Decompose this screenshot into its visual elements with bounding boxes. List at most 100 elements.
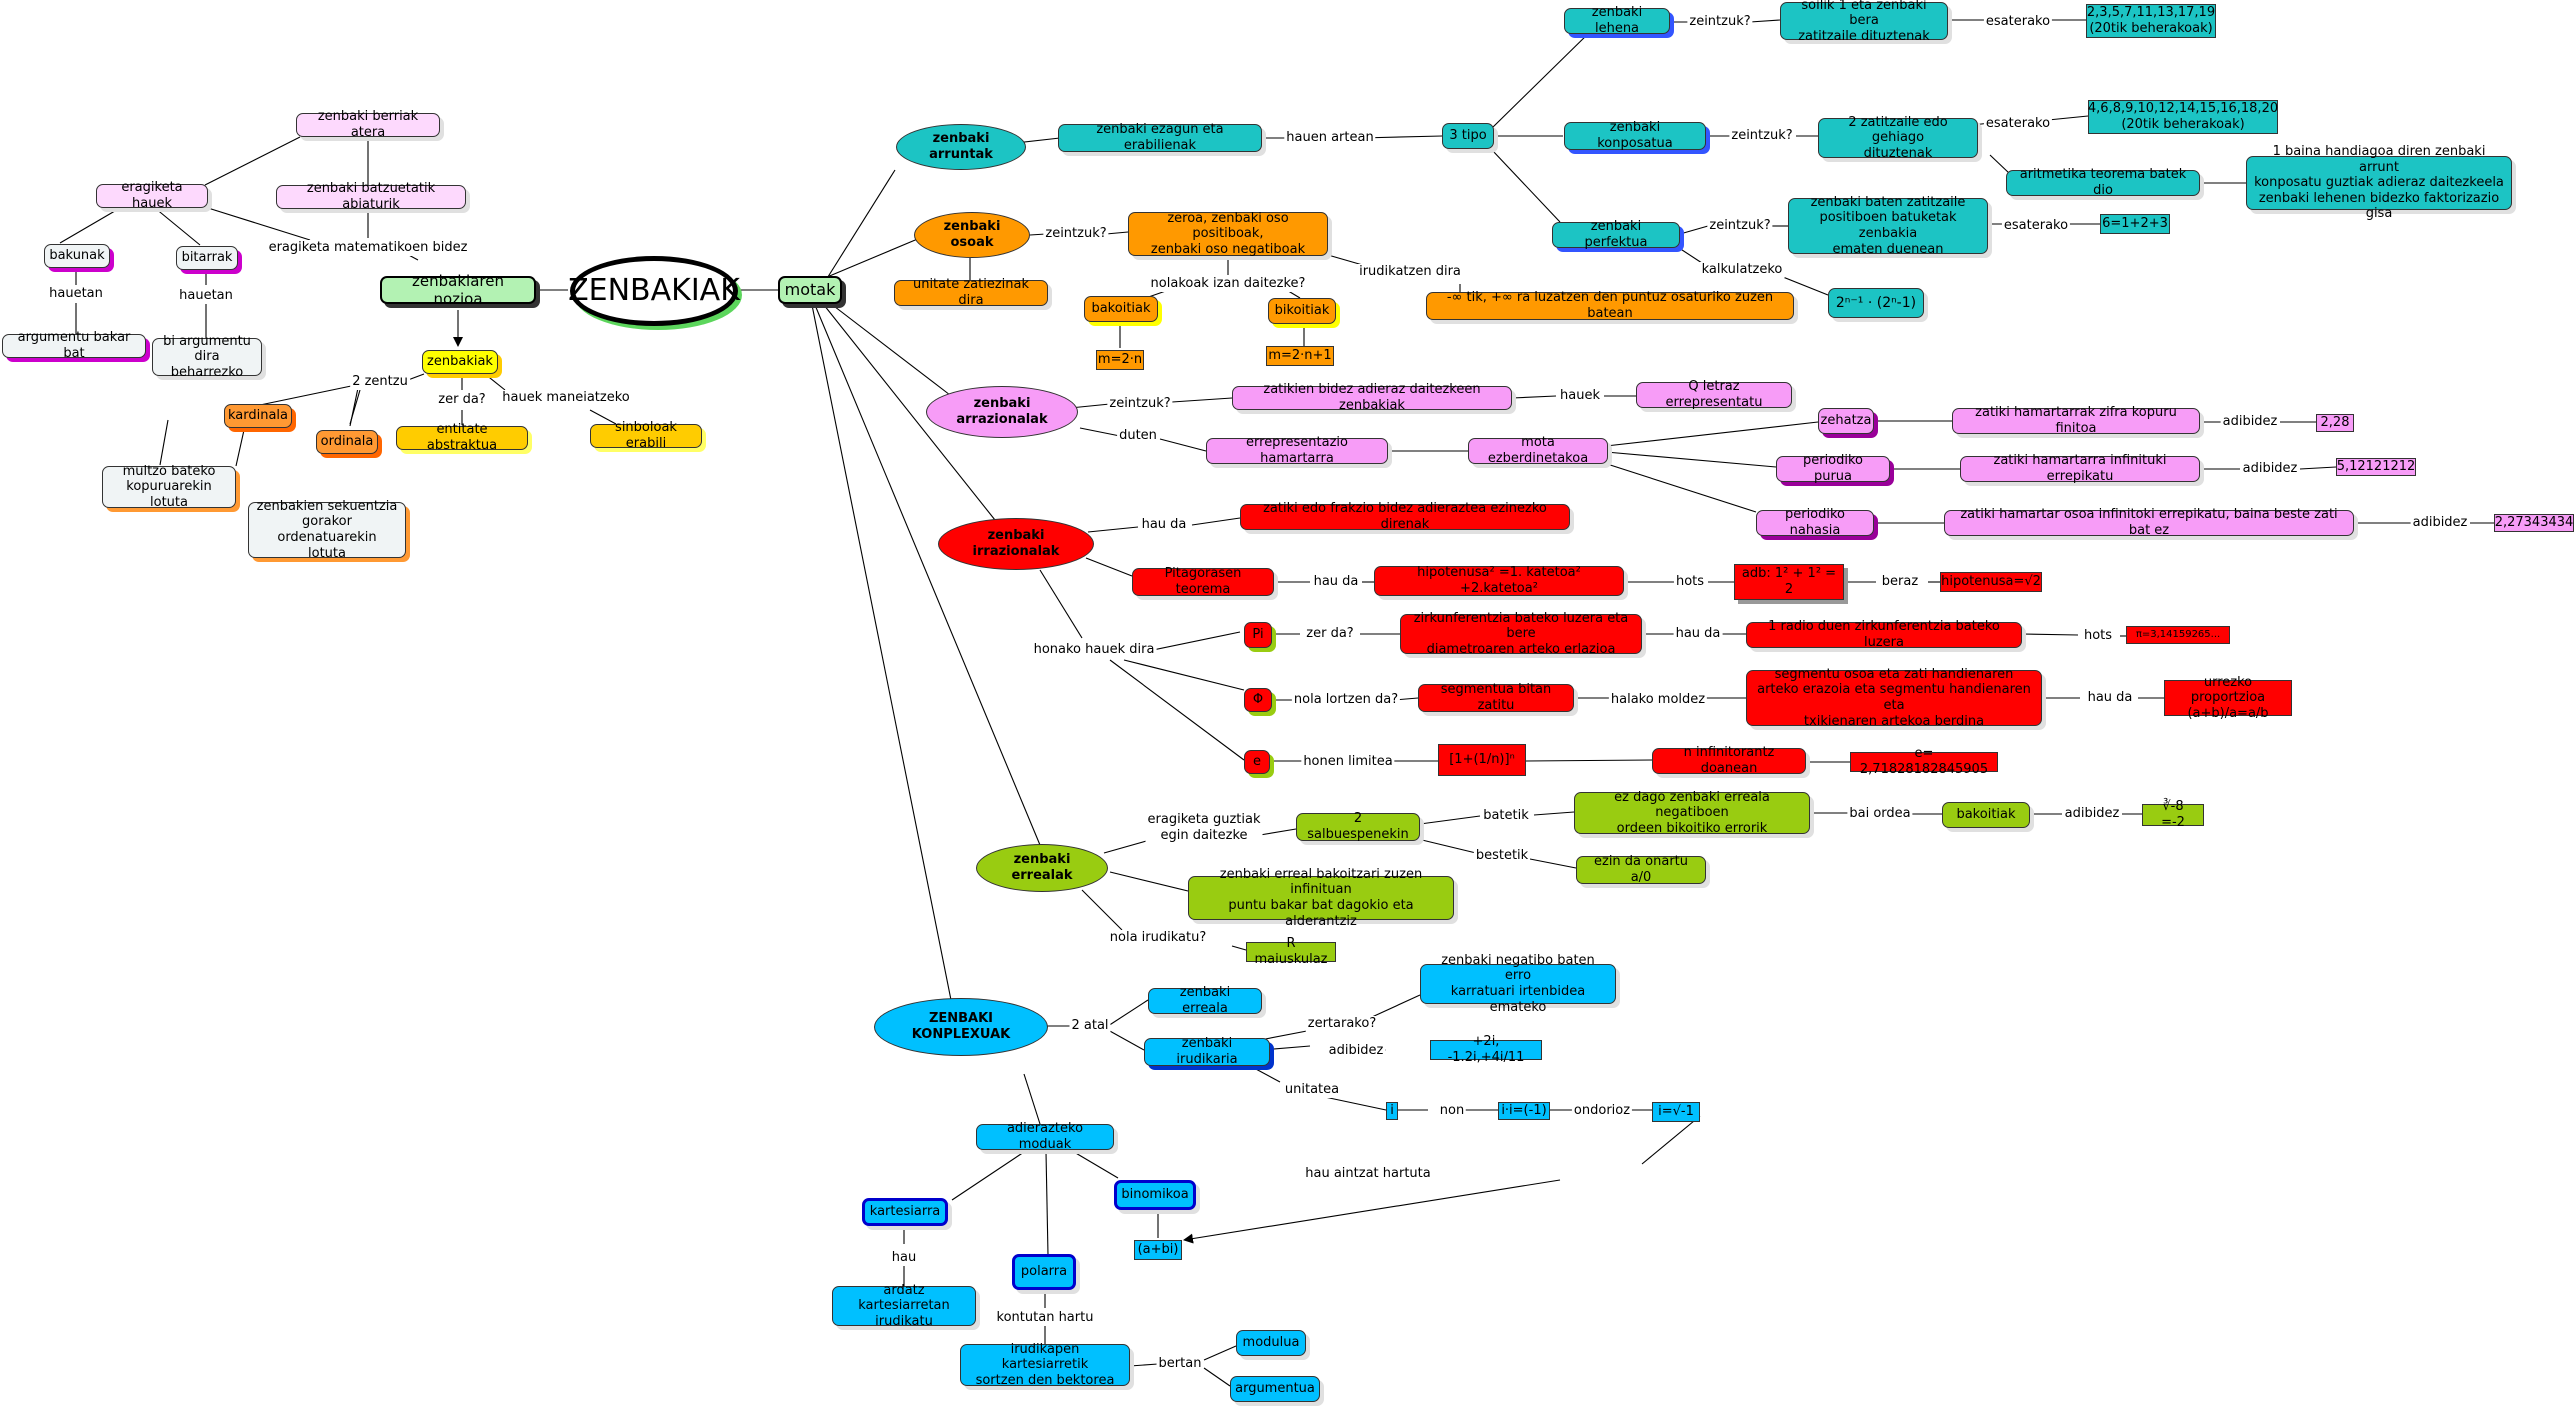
node-mota[interactable]: mota ezberdinetakoa [1468, 435, 1608, 466]
node-adb[interactable]: adb: 1² + 1² = 2 [1734, 564, 1844, 600]
main-topic-zenbakiak[interactable]: ZENBAKIAK [568, 256, 740, 326]
node-motak[interactable]: motak [778, 276, 842, 304]
node-r-maius[interactable]: R maiuskulaz [1246, 936, 1336, 967]
node-zenbakiak[interactable]: zenbakiak [422, 350, 498, 374]
node-phi-moldez[interactable]: segmentu osoa eta zati handienaren artek… [1746, 667, 2042, 729]
node-purua-def[interactable]: zatiki hamartarra infinituki errepikatu [1960, 453, 2200, 484]
node-zenbakiaren-nozioa[interactable]: zenbakiaren nozioa [380, 272, 536, 308]
node-zenbaki-erreala[interactable]: zenbaki erreala [1148, 985, 1262, 1016]
node-perfektua-def[interactable]: zenbaki baten zatitzaile positiboen batu… [1788, 195, 1988, 257]
node-e-lim[interactable]: [1+(1/n)]ⁿ [1438, 744, 1526, 776]
node-pitagoras[interactable]: Pitagorasen teorema [1132, 566, 1274, 597]
node-e-inf[interactable]: n infinitorantz doanean [1652, 745, 1806, 776]
node-sqrt-ex[interactable]: ∛-8 =-2 [2142, 799, 2204, 830]
node-zenbaki-arruntak[interactable]: zenbaki arruntak [896, 124, 1026, 170]
node-unitate[interactable]: unitate zatiezinak dira [894, 277, 1048, 308]
node-zehatza-ex[interactable]: 2,28 [2316, 414, 2354, 432]
node-bi-argumentu[interactable]: bi argumentu dira beharrezko [152, 334, 262, 380]
node-zenbaki-lehena[interactable]: zenbaki lehena [1564, 5, 1670, 36]
node-osoak-def[interactable]: zeroa, zenbaki oso positiboak, zenbaki o… [1128, 211, 1328, 257]
node-ez-dago[interactable]: ez dago zenbaki erreala negatiboen ordee… [1574, 790, 1810, 836]
node-ordinala[interactable]: ordinala [316, 430, 378, 454]
node-zatikien[interactable]: zatikien bidez adieraz daitezkeen zenbak… [1232, 382, 1512, 413]
node-pi-ex[interactable]: π=3,14159265... [2126, 626, 2230, 644]
node-phi-def[interactable]: segmentua bitan zatitu [1418, 682, 1574, 713]
node-perfektua-formula[interactable]: 2ⁿ⁻¹ · (2ⁿ-1) [1828, 288, 1924, 318]
node-aritmetika[interactable]: aritmetika teorema batek dio [2006, 167, 2200, 198]
node-konposatua-def[interactable]: 2 zatitzaile edo gehiago dituztenak [1818, 115, 1978, 161]
node-zenbaki-irudikaria[interactable]: zenbaki irudikaria [1144, 1036, 1270, 1067]
node-bakoitiak-erreal[interactable]: bakoitiak [1942, 802, 2030, 828]
node-aritmetika-def[interactable]: 1 baina handiagoa diren zenbaki arrunt k… [2246, 144, 2512, 221]
node-bakoitiak[interactable]: bakoitiak [1084, 296, 1158, 322]
node-ardatz[interactable]: ardatz kartesiarretan irudikatu [832, 1283, 976, 1329]
node-eragiketa-hauek[interactable]: eragiketa hauek [96, 180, 208, 211]
node-argumentu-bakar[interactable]: argumentu bakar bat [2, 330, 146, 361]
node-berriak-atera[interactable]: zenbaki berriak atera [296, 109, 440, 140]
node-zenbaki-arrazionalak[interactable]: zenbaki arrazionalak [926, 386, 1078, 438]
label-hauek: hauek [1558, 388, 1602, 404]
label-zer-da-2: zer da? [1304, 626, 1356, 642]
node-zuzen[interactable]: -∞ tik, +∞ ra luzatzen den puntuz osatur… [1426, 290, 1794, 321]
node-sinboloak-erabili[interactable]: sinboloak erabili [590, 420, 702, 451]
node-e-ex[interactable]: e= 2,71828182845905 [1850, 746, 1998, 777]
node-zehatza[interactable]: zehatza [1818, 408, 1874, 434]
node-konposatua-ex[interactable]: 4,6,8,9,10,12,14,15,16,18,20 (20tik behe… [2087, 100, 2279, 134]
node-bakunak[interactable]: bakunak [44, 244, 110, 268]
node-irud-def[interactable]: zenbaki negatibo baten erro karratuari i… [1420, 953, 1616, 1015]
node-abi[interactable]: (a+bi) [1134, 1240, 1182, 1260]
node-phi-ex[interactable]: urrezko proportzioa (a+b)/a=a/b [2164, 675, 2292, 721]
node-hipotenusa-ex[interactable]: hipotenusa=√2 [1940, 572, 2042, 592]
node-entitate-abstraktua[interactable]: entitate abstraktua [396, 422, 528, 453]
node-zenbaki-osoak[interactable]: zenbaki osoak [914, 212, 1030, 258]
node-phi[interactable]: Φ [1244, 688, 1272, 712]
node-perfektua-ex[interactable]: 6=1+2+3 [2100, 214, 2170, 234]
node-m2n[interactable]: m=2·n [1096, 350, 1144, 370]
node-pi-radio[interactable]: 1 radio duen zirkunferentzia bateko luze… [1746, 619, 2022, 650]
node-i-sqrt[interactable]: i=√-1 [1652, 1102, 1700, 1122]
node-polarra[interactable]: polarra [1012, 1254, 1076, 1290]
node-periodiko-nahasia[interactable]: periodiko nahasia [1756, 507, 1874, 538]
node-batzuetatik[interactable]: zenbaki batzuetatik abiaturik [276, 181, 466, 212]
node-bitarrak[interactable]: bitarrak [176, 246, 238, 270]
node-lehena-ex[interactable]: 2,3,5,7,11,13,17,19 (20tik beherakoak) [2086, 4, 2216, 38]
node-nahasia-def[interactable]: zatiki hamartar osoa infinitoki errepika… [1944, 507, 2354, 538]
node-kartesiarra[interactable]: kartesiarra [862, 1198, 948, 1226]
node-zenbaki-konplexuak[interactable]: ZENBAKI KONPLEXUAK [874, 998, 1048, 1056]
node-argumentua[interactable]: argumentua [1230, 1376, 1320, 1402]
node-bektorea[interactable]: irudikapen kartesiarretik sortzen den be… [960, 1342, 1130, 1388]
node-i-sq[interactable]: i·i=(-1) [1498, 1102, 1550, 1120]
node-kardinala[interactable]: kardinala [224, 404, 292, 428]
node-adierazteko-moduak[interactable]: adierazteko moduak [976, 1121, 1114, 1152]
node-ezagun[interactable]: zenbaki ezagun eta erabilienak [1058, 122, 1262, 153]
label-nola-lortzen: nola lortzen da? [1291, 692, 1401, 708]
node-e[interactable]: e [1244, 750, 1270, 774]
node-m2n1[interactable]: m=2·n+1 [1266, 346, 1334, 366]
node-i-box[interactable]: i [1386, 1102, 1398, 1120]
node-irud-ex[interactable]: +2i, -1.2i,+4i/11 [1430, 1034, 1542, 1065]
node-zenbaki-konposatua[interactable]: zenbaki konposatua [1564, 120, 1706, 151]
node-irr-def[interactable]: zatiki edo frakzio bidez adierazteа ezin… [1240, 501, 1570, 532]
node-modulua[interactable]: modulua [1236, 1330, 1306, 1356]
node-pi[interactable]: Pi [1244, 622, 1272, 648]
node-q-letraz[interactable]: Q letraz errepresentatu [1636, 379, 1792, 410]
node-purua-ex[interactable]: 5,12121212 [2336, 458, 2416, 476]
node-hipotenusa[interactable]: hipotenusa² =1. katetoa² +2.katetoa² [1374, 565, 1624, 596]
node-errealak-def[interactable]: zenbaki erreal bakoitzari zuzen infinitu… [1188, 867, 1454, 929]
node-3-tipo[interactable]: 3 tipo [1442, 123, 1494, 149]
node-multzo[interactable]: multzo bateko kopuruarekin lotuta [102, 464, 236, 510]
node-zehatza-def[interactable]: zatiki hamartarrak zifra kopuru finitoa [1952, 405, 2200, 436]
node-sekuentzia[interactable]: zenbakien sekuentzia gorakor ordenatuare… [248, 499, 406, 561]
node-zenbaki-perfektua[interactable]: zenbaki perfektua [1552, 219, 1680, 250]
node-nahasia-ex[interactable]: 2,27343434 [2494, 514, 2574, 532]
node-salbuespen[interactable]: 2 salbuespenekin [1296, 811, 1420, 842]
node-hamartarra[interactable]: errepresentazio hamartarra [1206, 435, 1388, 466]
node-bikoitiak[interactable]: bikoitiak [1268, 298, 1336, 324]
node-lehena-def[interactable]: soilik 1 eta zenbaki bera zatitzaile dit… [1780, 0, 1948, 44]
node-zenbaki-irrazionalak[interactable]: zenbaki irrazionalak [938, 518, 1094, 570]
node-zenbaki-errealak[interactable]: zenbaki errealak [976, 844, 1108, 892]
node-binomikoa[interactable]: binomikoa [1114, 1180, 1196, 1210]
node-ezin[interactable]: ezin da onartu a/0 [1576, 854, 1706, 885]
node-pi-def[interactable]: zirkunferentzia bateko luzera eta bere d… [1400, 611, 1642, 657]
node-periodiko-purua[interactable]: periodiko purua [1776, 453, 1890, 484]
